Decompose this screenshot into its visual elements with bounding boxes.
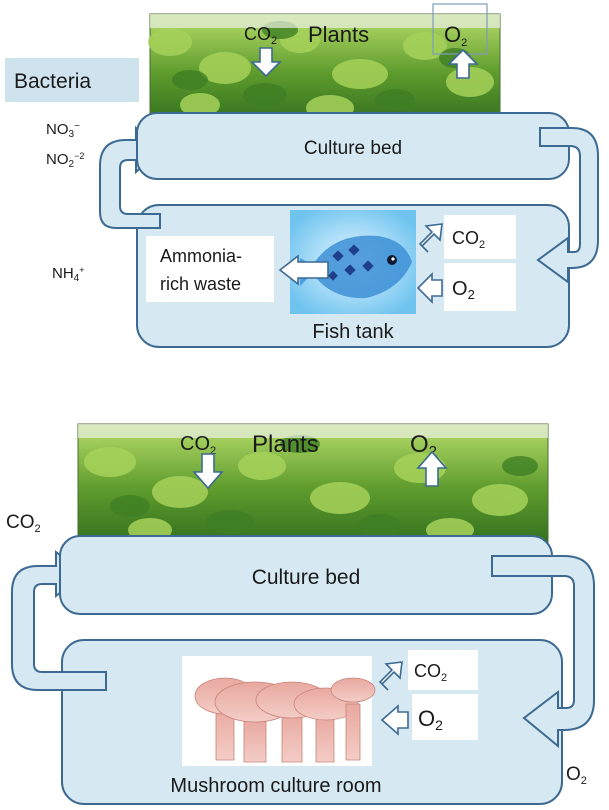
- nitrate-label: NO3−: [46, 121, 80, 140]
- top-o2-up-arrow: [447, 48, 479, 79]
- bacteria-box: [5, 58, 139, 102]
- top-co2-label: CO2: [244, 24, 277, 47]
- mushroom-room-label: Mushroom culture room: [170, 775, 381, 797]
- tank-o2-label: O2: [452, 278, 475, 302]
- room-co2-label: CO2: [414, 661, 447, 684]
- room-co2-box: [408, 650, 478, 690]
- top-o2-label: O2: [444, 22, 467, 49]
- bottom-panel: CO2 Plants O2 CO2 O2 Culture bed: [6, 423, 595, 805]
- tank-o2-box: [444, 263, 516, 311]
- side-o2-label: O2: [566, 764, 587, 787]
- side-co2-label: CO2: [6, 512, 41, 535]
- top-right-loop-arrow: [536, 127, 599, 284]
- bacteria-label: Bacteria: [14, 70, 91, 93]
- top-culture-bed-label: Culture bed: [304, 138, 402, 159]
- room-o2-box: [412, 694, 478, 740]
- bottom-o2-up-arrow: [416, 450, 448, 487]
- room-o2-label: O2: [418, 706, 443, 733]
- bottom-co2-down-arrow: [192, 453, 224, 490]
- fish-tank-label: Fish tank: [312, 321, 394, 343]
- fish-image: [290, 210, 416, 314]
- top-panel: CO2 Plants O2 Bacteria NO3− NO2−2 NH4+ C…: [5, 3, 599, 348]
- top-co2-down-arrow: [250, 47, 282, 78]
- bottom-o2-label: O2: [410, 431, 437, 460]
- nitrite-label: NO2−2: [46, 151, 84, 170]
- ammonium-label: NH4+: [52, 265, 85, 284]
- waste-left-arrow: [278, 254, 329, 286]
- waste-label-box: [146, 236, 274, 302]
- tank-o2-in-arrow: [416, 272, 443, 304]
- bottom-plants-label: Plants: [252, 431, 319, 458]
- waste-label-line2: rich waste: [160, 274, 241, 294]
- tank-co2-out-arrow: [418, 223, 443, 253]
- bottom-co2-label: CO2: [180, 433, 216, 457]
- room-o2-in-arrow: [380, 704, 409, 736]
- bottom-right-loop-arrow: [491, 555, 595, 749]
- tank-co2-label: CO2: [452, 228, 485, 251]
- tank-co2-box: [444, 215, 516, 259]
- bottom-culture-bed-label: Culture bed: [252, 566, 361, 589]
- mushroom-image: [182, 656, 376, 766]
- waste-label-line1: Ammonia-: [160, 246, 242, 266]
- top-plants-label: Plants: [308, 22, 369, 47]
- room-co2-out-arrow: [378, 661, 403, 691]
